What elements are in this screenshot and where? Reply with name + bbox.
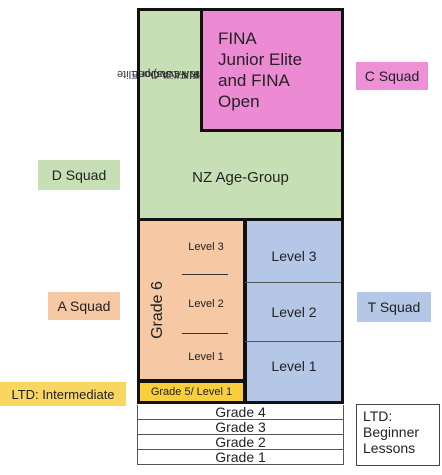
grade-6-level-1: Level 1 — [188, 351, 224, 363]
grade-6-divider-1 — [182, 274, 228, 275]
pathway-frame — [137, 8, 344, 404]
t-squad-block — [244, 218, 344, 404]
t-level-2: Level 2 — [271, 304, 317, 320]
t-block-divider-1 — [245, 282, 343, 283]
t-squad-label: T Squad — [357, 292, 431, 322]
fina-junior-elite-label: FINA Junior Elite and FINA Open — [218, 29, 303, 111]
d-squad-label: D Squad — [38, 160, 120, 190]
grade-6-level-2: Level 2 — [188, 298, 224, 310]
a-squad-label: A Squad — [48, 292, 120, 320]
t-block-divider-2 — [245, 341, 343, 342]
nz-age-group-label: NZ Age-Group — [192, 168, 289, 186]
grade-3-row: Grade 3 — [137, 420, 344, 435]
t-level-3: Level 3 — [271, 248, 317, 264]
fina-junior-elite-block — [200, 8, 344, 132]
grade-2-row: Grade 2 — [137, 435, 344, 450]
grade-1-row: Grade 1 — [137, 450, 344, 465]
t-level-1: Level 1 — [271, 358, 317, 374]
ltd-intermediate-label: LTD: Intermediate — [0, 382, 126, 406]
grade-6-level-3: Level 3 — [188, 241, 224, 253]
ltd-beginner-lessons-label: LTD: Beginner Lessons — [356, 404, 440, 466]
grade-4-row: Grade 4 — [137, 405, 344, 420]
c-squad-label: C Squad — [356, 62, 428, 90]
grade-6-divider-2 — [182, 333, 228, 334]
